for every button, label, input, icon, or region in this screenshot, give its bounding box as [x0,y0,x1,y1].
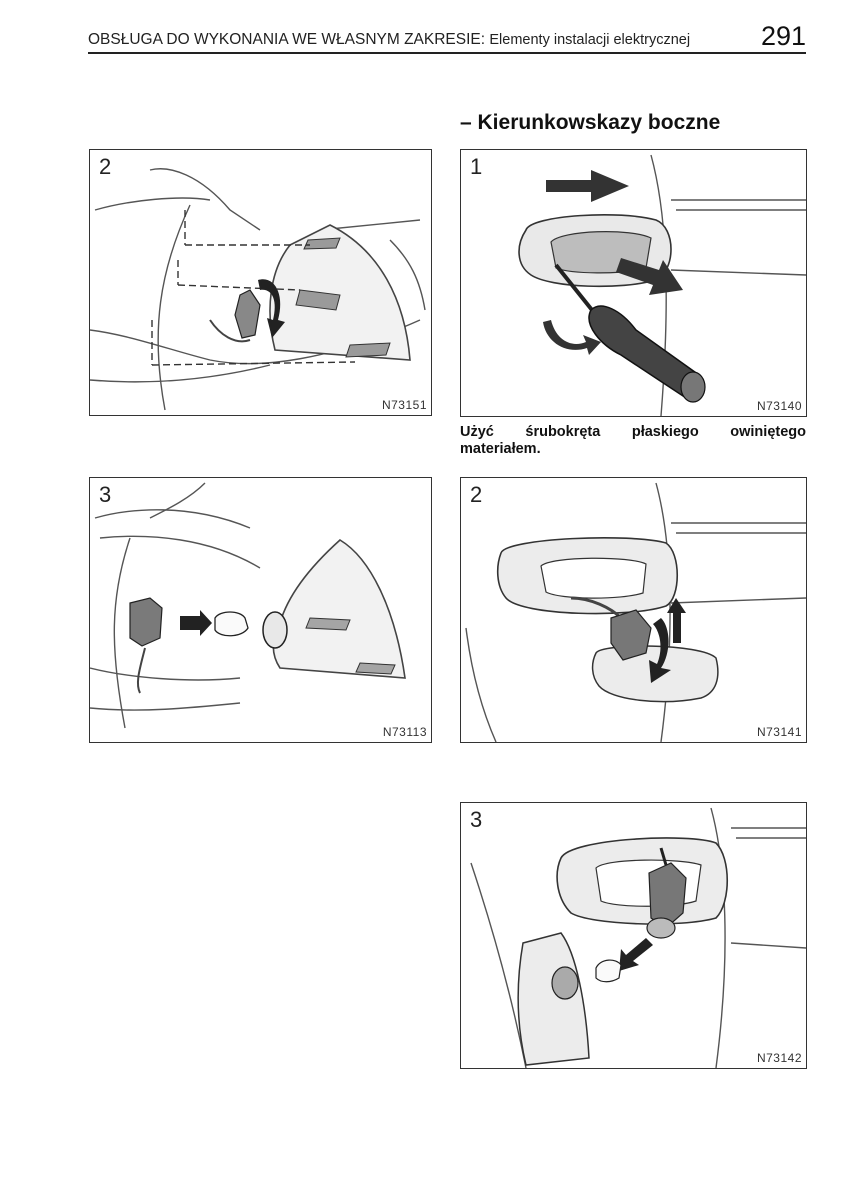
figure-code: N73140 [756,399,802,413]
figure-right-2: 2 N73141 [460,477,807,743]
bulb-removal-illustration [90,482,406,729]
figure-code: N73151 [381,398,427,412]
figure-number: 2 [470,482,483,507]
headlamp-removal-illustration [90,168,426,411]
figure-number: 2 [99,154,112,179]
header-title-sub: Elementy instalacji elektrycznej [489,32,691,48]
figure-code: N73113 [382,725,427,739]
side-lamp-pry-illustration [518,154,806,416]
figure-left-bottom: 3 N73113 [89,477,432,743]
side-lamp-bulb-illustration [470,807,806,1068]
figure-number: 3 [99,482,112,507]
figure-left-top: 2 N73151 [89,149,432,416]
page-number: 291 [760,21,806,51]
figure-code: N73141 [756,725,802,739]
figure-number: 3 [470,807,483,832]
figure-right-3: 3 N73142 [460,802,807,1069]
side-lamp-socket-twist-illustration [465,482,806,742]
figure-number: 1 [470,154,483,179]
page-header: OBSŁUGA DO WYKONANIA WE WŁASNYM ZAKRESIE… [88,21,806,54]
figure-right-1: 1 N73140 [460,149,807,417]
header-title: OBSŁUGA DO WYKONANIA WE WŁASNYM ZAKRESIE… [88,31,690,49]
figure-code: N73142 [756,1051,802,1065]
figure-caption: Użyć śrubokręta płaskiego owiniętego mat… [460,424,806,457]
section-title: – Kierunkowskazy boczne [460,111,721,134]
header-title-caps: OBSŁUGA DO WYKONANIA WE WŁASNYM ZAKRESIE… [88,31,486,48]
